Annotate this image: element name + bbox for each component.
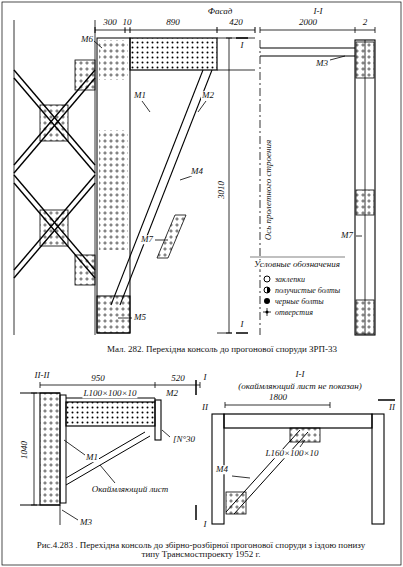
drawing-label: 300: [102, 18, 118, 27]
drawing-label: M1: [85, 453, 99, 462]
legend-text: отверстия: [275, 308, 313, 317]
drawing-label: 950: [90, 374, 106, 383]
drawing-label: M5: [133, 313, 147, 322]
legend-entry: отверстия: [262, 307, 313, 317]
drawing-label: Окаймляющий лист: [91, 485, 170, 494]
drawing-label: II: [388, 403, 396, 412]
drawing-label: M2: [165, 389, 179, 398]
legend-entry: заклепки: [262, 274, 305, 284]
legend-text: черные болты: [275, 297, 324, 306]
drawing-label: M1: [133, 91, 147, 100]
drawing-label: M4: [215, 465, 229, 474]
drawing-label: I: [240, 41, 245, 50]
figure-caption: Рис.4.283 . Перехідна консоль до збірно-…: [28, 541, 375, 560]
drawing-label: 420: [228, 18, 244, 27]
drawing-label: 520: [170, 374, 186, 383]
drawing-label: M6: [80, 35, 94, 44]
drawing-label: 2: [362, 18, 369, 27]
drawing-label: I: [203, 373, 208, 382]
drawing-label: 10: [122, 18, 133, 27]
legend-text: заклепки: [275, 275, 305, 284]
legend-text: получистые болты: [275, 286, 340, 295]
drawing-label: 2000: [298, 18, 318, 27]
legend-symbol: [262, 274, 272, 284]
drawing-label: [N°30: [172, 435, 196, 444]
drawing-label: I-I: [313, 7, 324, 16]
section-view-top: [236, 27, 375, 335]
drawing-label: M4: [190, 167, 204, 176]
legend-entry: черные болты: [262, 296, 324, 306]
drawing-label: II: [201, 403, 209, 412]
drawing-label: II-II: [34, 371, 51, 380]
drawing-label: Фасад: [207, 7, 234, 16]
drawing-label: Условные обозначения: [253, 260, 341, 269]
drawing-label: (окаймляющий лист не показан): [237, 382, 363, 391]
facade-view: [14, 20, 255, 335]
drawing-label: I: [203, 520, 208, 529]
drawing-label: M3: [79, 518, 93, 527]
drawing-label: M7: [340, 231, 354, 240]
section-I-I-bottom: [212, 400, 395, 524]
drawing-label: 1800: [268, 393, 288, 402]
legend-symbol: [262, 296, 272, 306]
section-II-II: [20, 380, 200, 525]
drawing-label: I: [240, 320, 245, 329]
drawing-label: I-I: [295, 370, 306, 379]
legend-symbol: [262, 285, 272, 295]
drawing-label: M2: [201, 91, 215, 100]
legend-frame: [250, 257, 345, 258]
drawing-label: 890: [165, 18, 181, 27]
drawing-label: 1040: [20, 440, 29, 460]
drawing-label: 3010: [217, 180, 226, 200]
drawing-label: Ось пролетного строения: [264, 139, 273, 242]
legend-entry: получистые болты: [262, 285, 340, 295]
legend-symbol: [262, 307, 272, 317]
drawing-label: L100×100×10: [82, 389, 137, 398]
drawing-label: M7: [140, 235, 154, 244]
drawing-label: M3: [315, 59, 329, 68]
drawing-label: L160×100×10: [264, 449, 319, 458]
figure-caption: Мал. 282. Перехідна консоль до прогоново…: [46, 345, 398, 354]
